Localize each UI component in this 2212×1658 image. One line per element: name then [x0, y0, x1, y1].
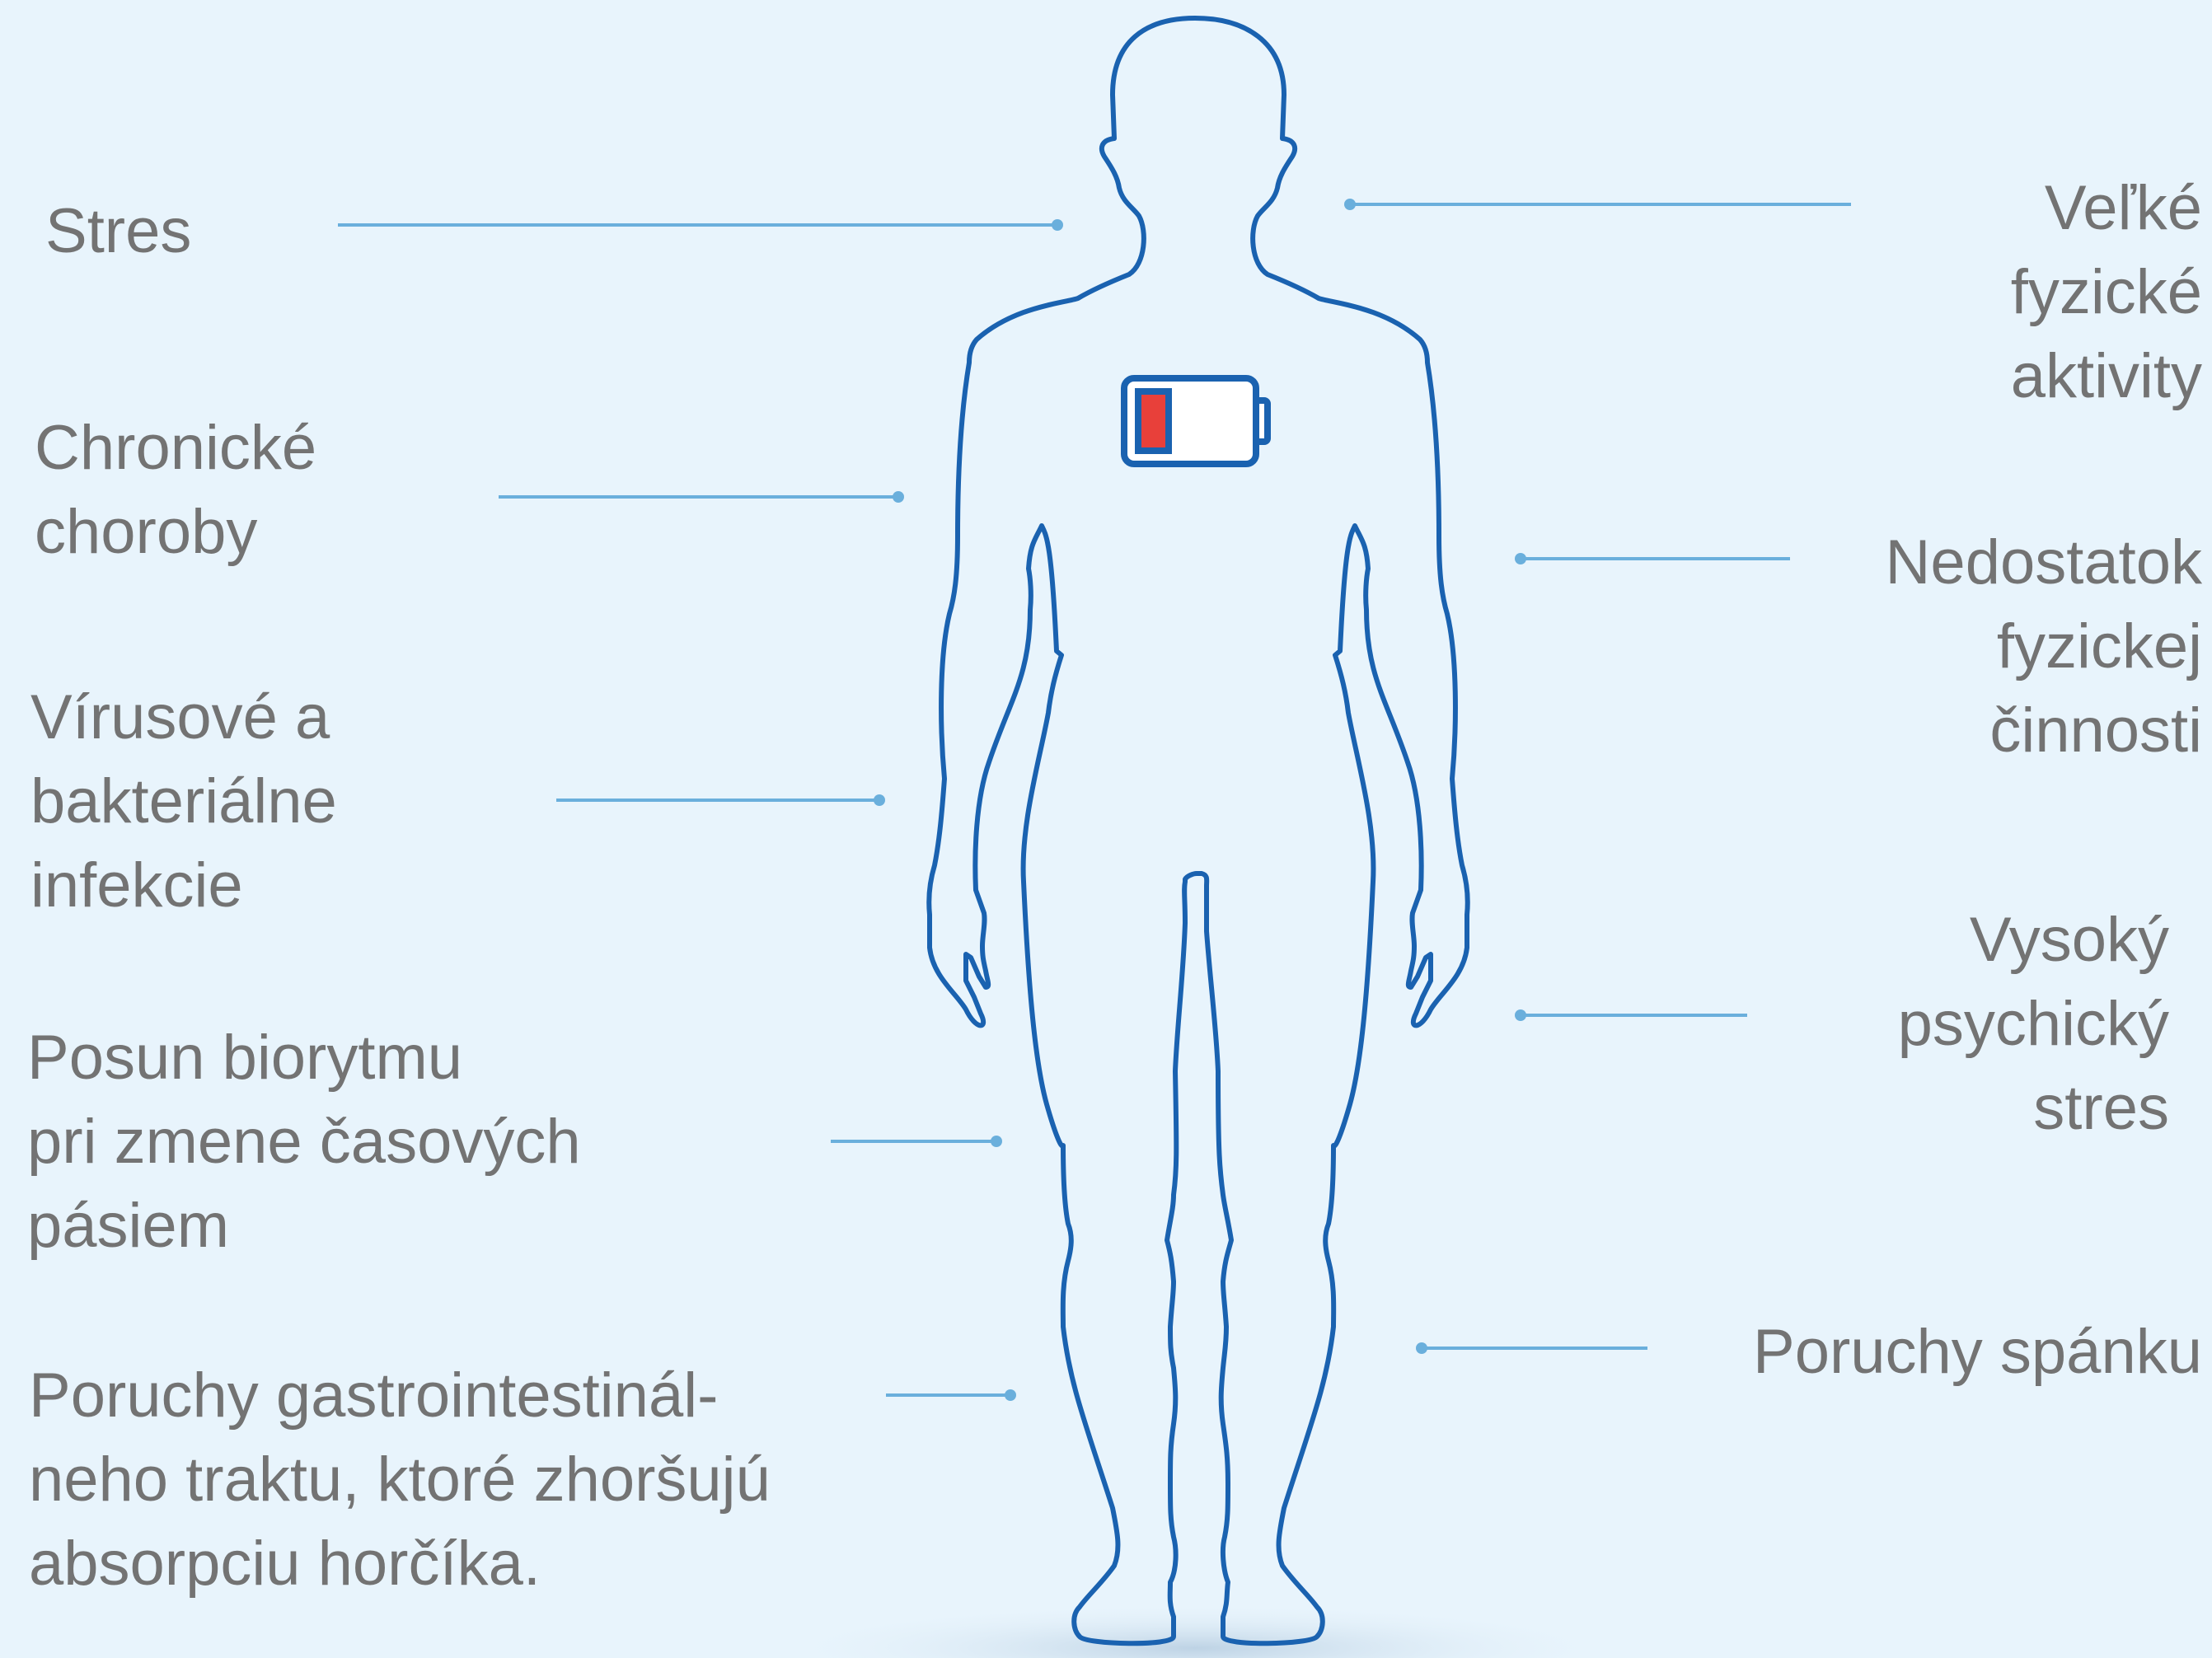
- leader-line-left-1: [338, 219, 1063, 231]
- factor-label-right: Veľké fyzické aktivity: [2011, 166, 2202, 419]
- factor-label-right: Poruchy spánku: [1753, 1310, 2202, 1394]
- factor-label-right: Nedostatok fyzickej činnosti: [1886, 521, 2202, 773]
- leader-line-right-2: [1515, 553, 1790, 564]
- factor-label-left: Posun biorytmu pri zmene časových pásiem: [27, 1016, 581, 1268]
- leader-line-left-4: [831, 1136, 1002, 1147]
- battery-level-bar: [1141, 395, 1165, 447]
- factor-label-left: Chronické choroby: [35, 406, 316, 574]
- factor-label-left: Vírusové a bakteriálne infekcie: [30, 676, 337, 928]
- factor-label-left: Stres: [45, 190, 191, 274]
- leader-line-right-4: [1416, 1342, 1647, 1354]
- low-battery-icon: [1124, 378, 1268, 464]
- leader-line-right-1: [1344, 199, 1851, 210]
- factor-label-right: Vysoký psychický stres: [1898, 898, 2169, 1150]
- leader-line-left-2: [499, 491, 904, 503]
- floor-shadow: [766, 1603, 1624, 1658]
- leader-line-left-5: [886, 1389, 1016, 1401]
- leader-line-left-3: [556, 794, 885, 806]
- battery-terminal: [1256, 400, 1268, 442]
- leader-line-right-3: [1515, 1009, 1747, 1021]
- factor-label-left: Poruchy gastrointestinál- neho traktu, k…: [29, 1354, 771, 1606]
